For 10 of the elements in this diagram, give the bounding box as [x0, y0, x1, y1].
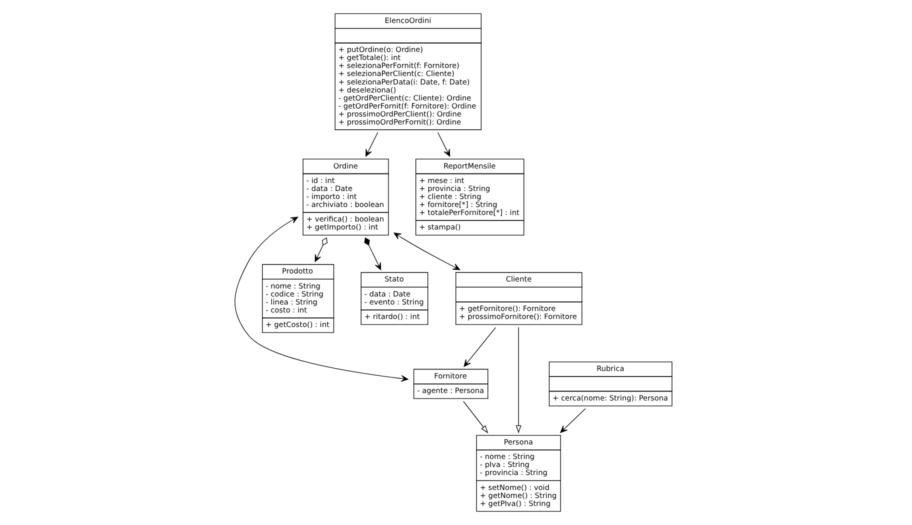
- arrow: [314, 237, 328, 262]
- arrow: [516, 326, 522, 434]
- arrow: [463, 401, 488, 434]
- arrow: [438, 132, 450, 157]
- arrow: [394, 232, 460, 270]
- arrow: [560, 408, 586, 433]
- arrow: [234, 216, 408, 382]
- arrow: [364, 237, 382, 270]
- arrow: [464, 327, 496, 367]
- arrow: [366, 132, 378, 157]
